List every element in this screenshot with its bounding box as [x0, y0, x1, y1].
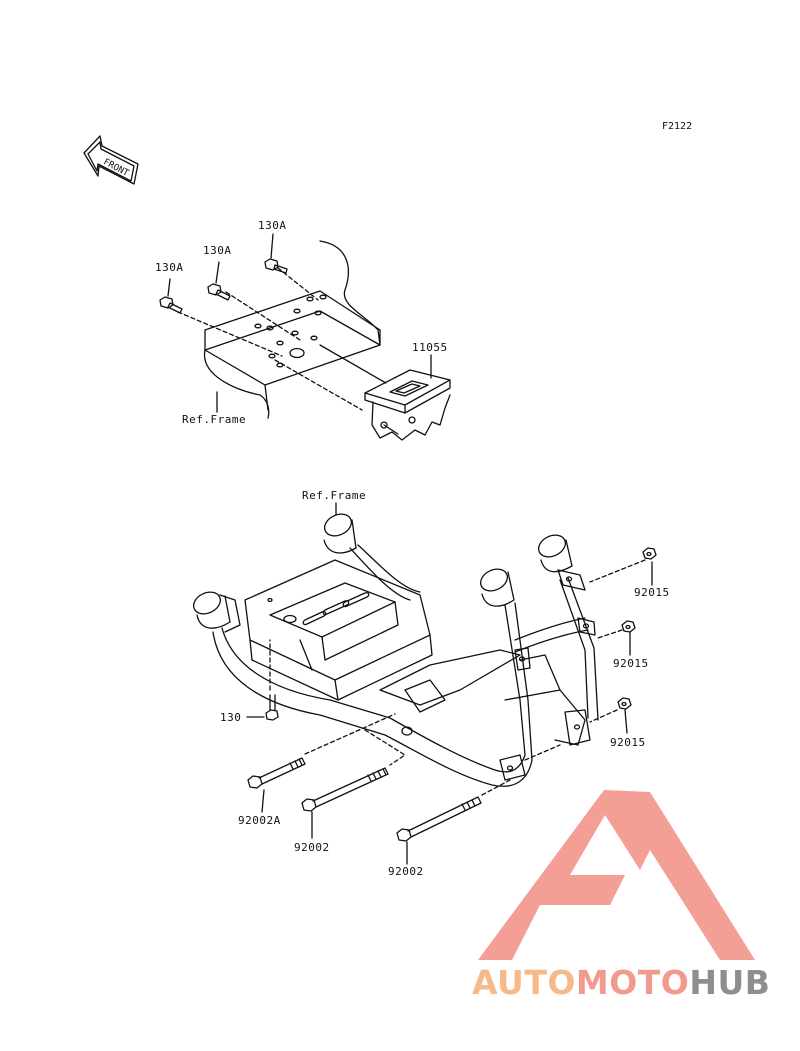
upper-frame-section: [177, 240, 387, 419]
label-ref-frame-bottom: Ref.Frame: [302, 489, 367, 502]
label-92002-1: 92002: [294, 841, 330, 854]
bolt-130a-right-icon: [264, 258, 288, 274]
bolt-130a-mid-icon: [207, 283, 231, 301]
label-92002-2: 92002: [388, 865, 424, 878]
label-92002a: 92002A: [238, 814, 281, 827]
watermark-brand: AUTOMOTOHUB: [472, 966, 770, 999]
label-130a-mid: 130A: [203, 244, 232, 257]
nut-92015-2-icon: [621, 620, 636, 633]
label-ref-frame-top: Ref.Frame: [182, 413, 247, 426]
label-11055: 11055: [412, 341, 448, 354]
brand-auto: AUTO: [472, 963, 576, 1002]
bracket-11055: [364, 369, 451, 441]
label-92015-2: 92015: [613, 657, 649, 670]
brand-hub: HUB: [689, 963, 771, 1002]
label-92015-3: 92015: [610, 736, 646, 749]
watermark-logo-icon: [478, 790, 755, 960]
lower-frame-assembly: [192, 513, 599, 787]
long-bolt-92002a-icon: [247, 757, 306, 789]
nut-92015-1-icon: [642, 547, 657, 560]
front-arrow-icon: FRONT: [83, 135, 139, 185]
long-bolt-92002-2-icon: [396, 796, 482, 842]
label-130: 130: [220, 711, 242, 724]
brand-moto: MOTO: [575, 963, 690, 1002]
label-130a-right: 130A: [258, 219, 287, 232]
label-92015-1: 92015: [634, 586, 670, 599]
bolt-130-icon: [265, 694, 279, 721]
label-130a-left: 130A: [155, 261, 184, 274]
long-bolt-92002-1-icon: [301, 767, 389, 812]
nut-92015-3-icon: [617, 697, 632, 710]
diagram-code: F2122: [662, 121, 693, 132]
front-arrow-text: FRONT: [101, 157, 130, 179]
bolt-130a-left-icon: [159, 296, 183, 314]
